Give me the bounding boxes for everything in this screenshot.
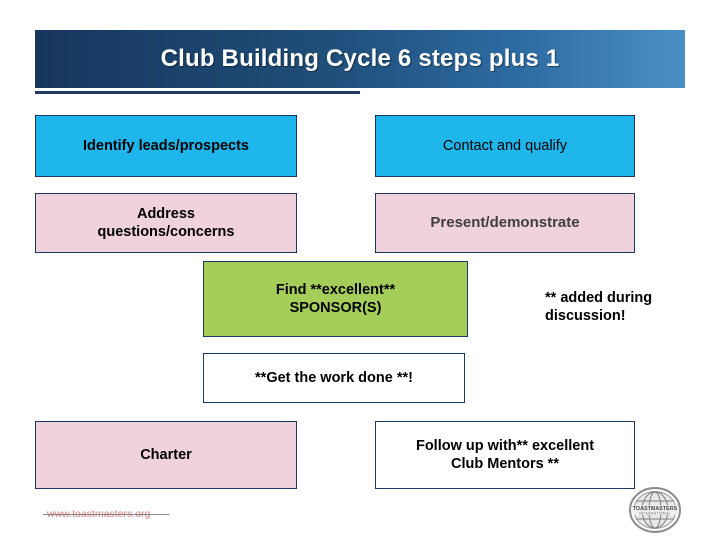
process-box-get-work-done[interactable]: **Get the work done **!: [203, 353, 465, 403]
title-banner: [35, 30, 685, 88]
annotation-note-line1: ** added during: [545, 290, 653, 306]
page-title: Club Building Cycle 6 steps plus 1: [160, 45, 560, 72]
process-box-present-demonstrate[interactable]: Present/demonstrate: [375, 193, 635, 253]
toastmasters-logo-icon: TOASTMASTERS INTERNATIONAL: [628, 486, 682, 534]
process-box-find-sponsors-label-line2: SPONSOR(S): [289, 300, 382, 316]
process-box-charter-label: Charter: [140, 446, 192, 463]
annotation-note-line2: discussion!: [545, 308, 626, 325]
process-box-contact-qualify[interactable]: Contact and qualify: [375, 115, 635, 177]
process-box-find-sponsors-label-line1: Find **excellent**: [275, 281, 396, 298]
process-box-address-questions-label-line2: questions/concerns: [97, 224, 235, 240]
process-box-contact-qualify-label: Contact and qualify: [442, 137, 568, 154]
svg-text:INTERNATIONAL: INTERNATIONAL: [639, 512, 671, 516]
process-box-charter[interactable]: Charter: [35, 421, 297, 489]
process-box-follow-up-label-line1: Follow up with** excellent: [415, 437, 595, 454]
process-box-present-demonstrate-label: Present/demonstrate: [430, 213, 580, 231]
footer-strikethrough: [43, 514, 169, 515]
svg-text:TOASTMASTERS: TOASTMASTERS: [633, 506, 678, 512]
process-box-follow-up[interactable]: Follow up with** excellent Club Mentors …: [375, 421, 635, 489]
annotation-note: ** added during discussion!: [545, 289, 695, 325]
process-box-get-work-done-label: **Get the work done **!: [255, 369, 413, 386]
process-box-identify-leads[interactable]: Identify leads/prospects: [35, 115, 297, 177]
process-box-address-questions-label-line1: Address: [136, 205, 195, 222]
title-underline: [35, 91, 360, 94]
process-box-find-sponsors[interactable]: Find **excellent** SPONSOR(S): [203, 261, 468, 337]
process-box-address-questions[interactable]: Address questions/concerns: [35, 193, 297, 253]
process-box-identify-leads-label: Identify leads/prospects: [83, 137, 249, 154]
process-box-follow-up-label-line2: Club Mentors **: [451, 456, 559, 472]
